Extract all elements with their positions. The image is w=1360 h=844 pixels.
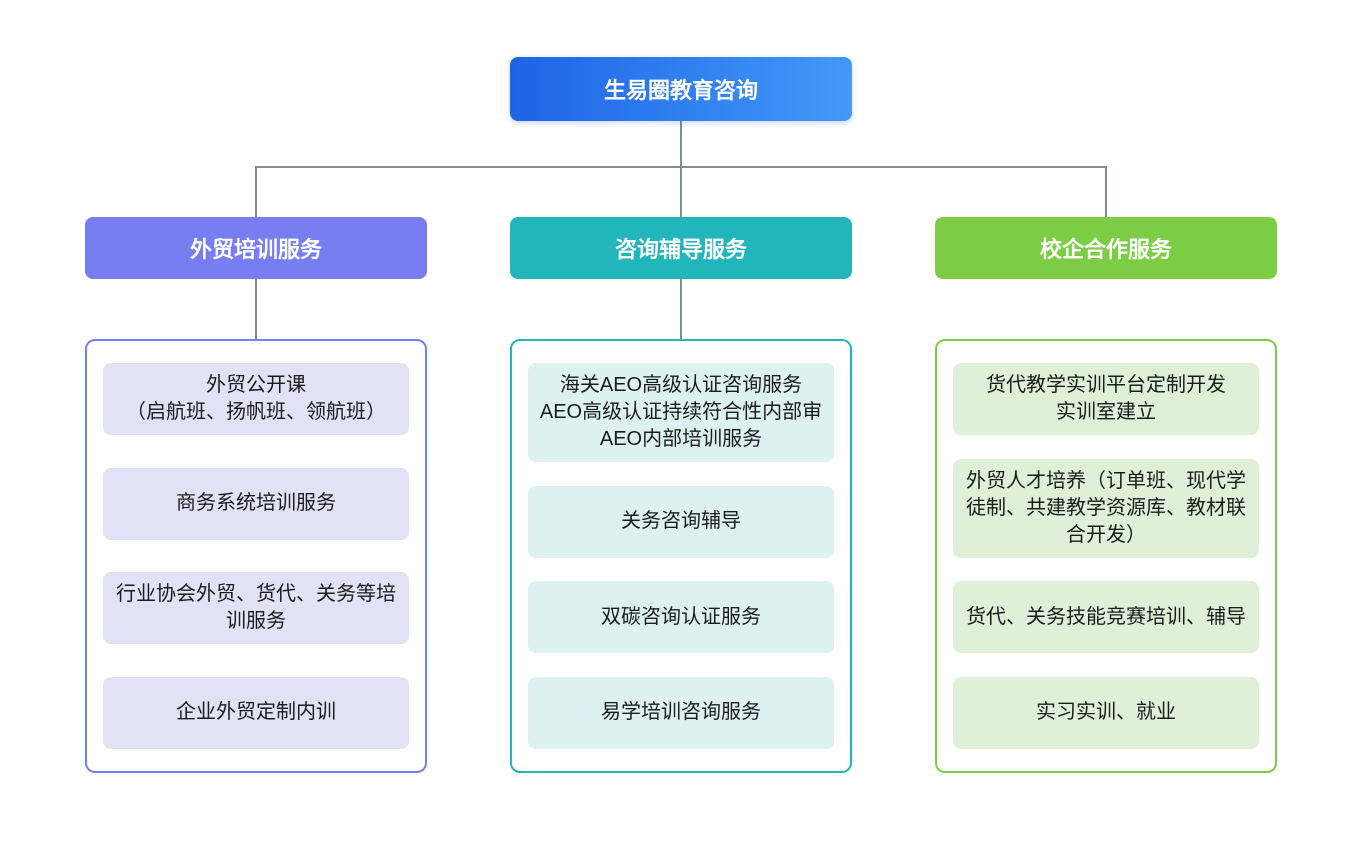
branch-header-foreign-trade-training: 外贸培训服务 (85, 217, 427, 279)
service-item: 外贸公开课 （启航班、扬帆班、领航班） (103, 363, 409, 435)
connector-middle-header-to-container (680, 279, 682, 339)
connector-root-vertical (680, 121, 682, 168)
branch-header-label: 校企合作服务 (1039, 237, 1172, 262)
service-item: 货代、关务技能竞赛培训、辅导 (953, 581, 1259, 654)
connector-middle-vertical (680, 166, 682, 217)
service-item: 货代教学实训平台定制开发 实训室建立 (953, 363, 1259, 435)
root-node: 生易圈教育咨询 (510, 57, 852, 121)
root-node-label: 生易圈教育咨询 (603, 78, 758, 103)
connector-left-vertical (255, 166, 257, 217)
service-item: 实习实训、就业 (953, 676, 1259, 749)
service-item: 外贸人才培养（订单班、现代学徒制、共建教学资源库、教材联合开发） (953, 458, 1259, 558)
service-item: 易学培训咨询服务 (528, 676, 834, 749)
service-item: 双碳咨询认证服务 (528, 581, 834, 654)
service-item: 企业外贸定制内训 (103, 676, 409, 749)
branch-header-school-enterprise: 校企合作服务 (935, 217, 1277, 279)
branch-container-school-enterprise: 货代教学实训平台定制开发 实训室建立 外贸人才培养（订单班、现代学徒制、共建教学… (935, 339, 1277, 773)
branch-header-label: 咨询辅导服务 (614, 237, 747, 262)
service-item: 关务咨询辅导 (528, 485, 834, 558)
branch-container-foreign-trade-training: 外贸公开课 （启航班、扬帆班、领航班） 商务系统培训服务 行业协会外贸、货代、关… (85, 339, 427, 773)
connector-left-header-to-container (255, 279, 257, 339)
branch-header-label: 外贸培训服务 (189, 237, 322, 262)
branch-header-consulting-coaching: 咨询辅导服务 (510, 217, 852, 279)
service-item: 商务系统培训服务 (103, 467, 409, 540)
service-item: 海关AEO高级认证咨询服务 AEO高级认证持续符合性内部审 AEO内部培训服务 (528, 363, 834, 462)
connector-right-vertical (1105, 166, 1107, 217)
service-item: 行业协会外贸、货代、关务等培训服务 (103, 572, 409, 645)
branch-container-consulting-coaching: 海关AEO高级认证咨询服务 AEO高级认证持续符合性内部审 AEO内部培训服务 … (510, 339, 852, 773)
